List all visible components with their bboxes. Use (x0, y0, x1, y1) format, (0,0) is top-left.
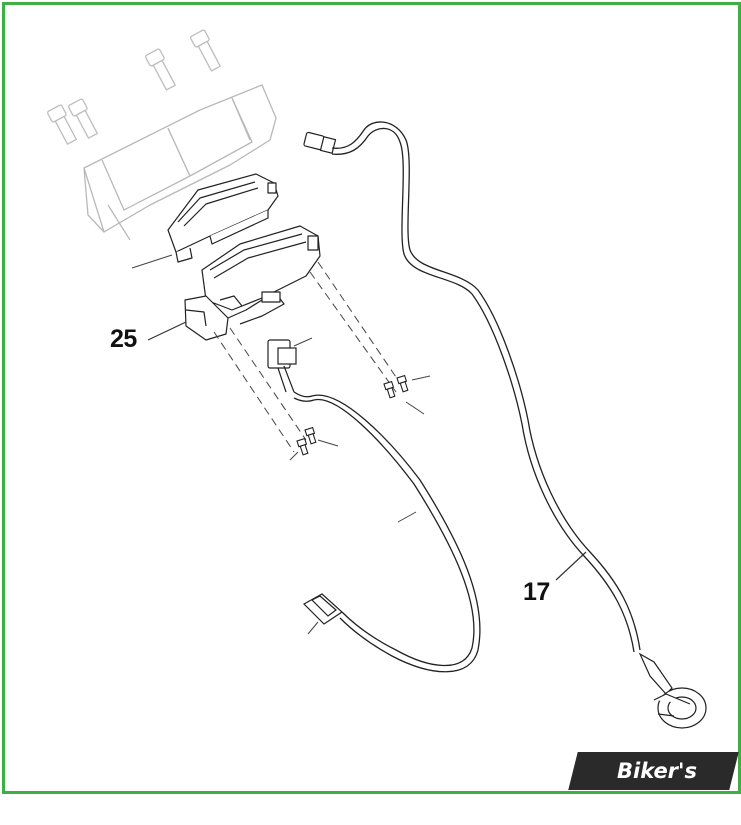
leader-line (397, 511, 417, 523)
top-connector (303, 131, 337, 154)
diagram-border (2, 2, 741, 794)
callout-25: 25 (110, 325, 137, 353)
wiring-harness (293, 391, 481, 673)
screw (296, 437, 309, 456)
leader-line (293, 337, 313, 347)
sensor-cable-17 (331, 121, 641, 653)
faded-bolt-group (47, 29, 221, 145)
small-screws (296, 374, 409, 456)
screw (396, 374, 409, 393)
callout-17: 17 (523, 578, 550, 606)
exploded-parts-diagram (47, 29, 707, 729)
faded-bolt (145, 48, 176, 91)
leader-line (131, 254, 173, 269)
display-top-cover (167, 173, 279, 263)
alignment-dashes (213, 261, 399, 453)
faded-clamp (83, 84, 277, 241)
harness-connector (267, 339, 297, 393)
screw (383, 380, 396, 399)
display-housing-25 (184, 225, 321, 341)
faded-bolt (68, 98, 98, 139)
leader-line-17 (555, 551, 587, 581)
faded-bolt (190, 29, 221, 72)
leader-line (307, 621, 319, 635)
screw (304, 426, 317, 445)
watermark-text: Biker's Store (617, 759, 697, 819)
lower-connector (303, 593, 343, 625)
faded-bolt (47, 104, 77, 145)
leader-line-25 (147, 321, 187, 341)
screw-leaders (289, 375, 431, 461)
speed-sensor (638, 652, 707, 729)
